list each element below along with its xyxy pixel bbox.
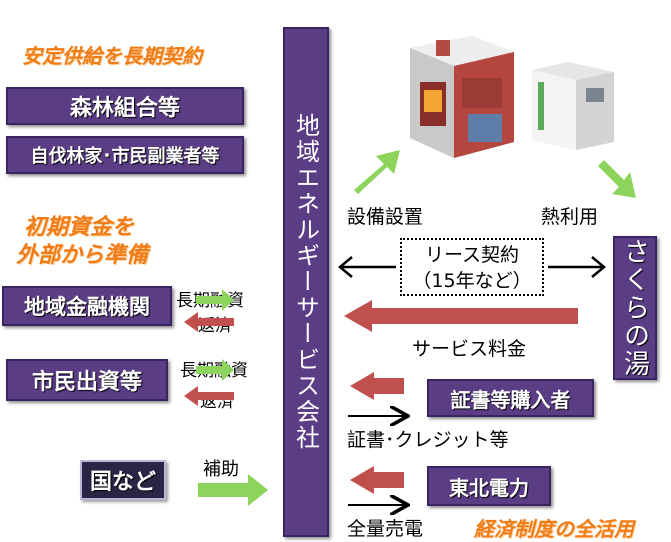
equipment-install-arrow — [354, 150, 400, 194]
repay-arrow-2 — [184, 386, 234, 406]
equipment-install-label: 設備設置 — [347, 206, 424, 228]
private-forester-box: 自伐林家･市民副業者等 — [6, 136, 244, 174]
heading-economic-systems: 経済制度の全活用 — [474, 517, 634, 541]
heading-stable-supply: 安定供給を長期契約 — [22, 44, 202, 68]
electricity-payment-arrow — [350, 466, 404, 494]
lease-contract-line2: （15年など） — [412, 270, 532, 292]
citizen-investment-box: 市民出資等 — [6, 359, 168, 401]
heading-initial-funds-line1: 初期資金を — [24, 215, 135, 240]
government-box: 国など — [80, 460, 166, 500]
heading-initial-funds: 初期資金を 外部から準備 — [16, 214, 148, 270]
tohoku-electric-box: 東北電力 — [427, 466, 551, 506]
regional-energy-service-company: 地域エネルギーサービス会社 — [283, 27, 329, 537]
certificate-payment-arrow — [350, 372, 404, 400]
forest-association-box: 森林組合等 — [6, 87, 244, 125]
heat-unit-icon — [532, 62, 614, 150]
sakura-no-yu-box: さくらの湯 — [613, 236, 657, 380]
lease-double-arrow — [338, 256, 606, 278]
heat-unit-illustration — [528, 60, 618, 152]
lease-contract-line1: リース契約 — [424, 244, 520, 266]
loan-arrow-1 — [196, 289, 234, 311]
certificate-credit-label: 証書･クレジット等 — [347, 429, 509, 451]
loan-arrow-2 — [196, 359, 234, 381]
regional-bank-box: 地域金融機関 — [2, 286, 172, 326]
service-fee-arrow — [344, 300, 578, 332]
heat-use-arrow — [598, 160, 636, 198]
service-fee-label: サービス料金 — [412, 338, 527, 360]
certificate-buyer-box: 証書等購入者 — [427, 379, 594, 417]
heading-initial-funds-line2: 外部から準備 — [16, 243, 149, 268]
repay-arrow-1 — [184, 312, 234, 332]
lease-contract-box: リース契約 （15年など） — [400, 238, 544, 296]
full-power-sale-label: 全量売電 — [347, 518, 424, 540]
subsidy-label: 補助 — [203, 459, 239, 480]
subsidy-arrow — [198, 474, 268, 506]
boiler-illustration — [402, 30, 520, 165]
heat-use-label: 熱利用 — [541, 206, 599, 228]
boiler-icon — [410, 36, 514, 158]
